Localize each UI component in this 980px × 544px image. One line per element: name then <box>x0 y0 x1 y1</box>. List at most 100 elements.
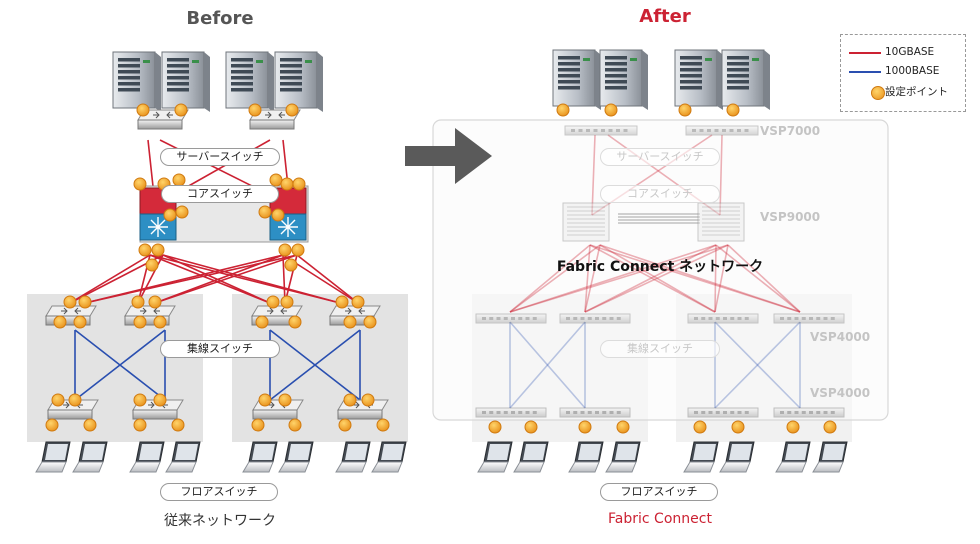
config-point <box>376 418 390 432</box>
chassis-body <box>562 202 610 242</box>
switch-arrows-icon <box>140 307 160 315</box>
rack-switch-port <box>694 317 698 320</box>
config-point <box>153 393 167 407</box>
server-side <box>764 50 770 110</box>
link-1g <box>74 329 166 401</box>
legend-label-config-point: 設定ポイント <box>885 86 948 98</box>
server-drive-bay <box>680 86 702 90</box>
server-drive-bay <box>558 56 580 60</box>
config-point <box>823 420 837 434</box>
before-server-1 <box>112 51 161 112</box>
model-label-vsp4000-upper: VSP4000 <box>810 330 871 344</box>
server-drive-bay <box>280 76 302 80</box>
server-drive-bay <box>558 74 580 78</box>
after-title: After <box>639 6 691 27</box>
rack-switch-port <box>715 411 720 414</box>
switch-arrows-icon <box>153 111 173 119</box>
switch-arrows-icon <box>267 307 287 315</box>
after-laptop-4 <box>605 441 641 473</box>
config-point <box>292 177 306 191</box>
server-led <box>705 58 712 61</box>
rack-switch-port <box>699 129 704 132</box>
config-point <box>343 393 357 407</box>
rack-switch-port <box>692 129 696 132</box>
rack-switch-port <box>744 317 749 320</box>
server-drive-bay <box>280 82 302 86</box>
after-server-switch-right <box>685 125 759 136</box>
laptop-display <box>523 444 546 460</box>
server-led <box>143 60 150 63</box>
config-point <box>136 103 150 117</box>
rack-switch-port <box>525 411 530 414</box>
config-point <box>78 295 92 309</box>
server-drive-bay <box>231 82 253 86</box>
rack-switch-port <box>503 411 508 414</box>
rack-switch-port <box>707 129 711 132</box>
legend-line-10gbase <box>849 52 881 54</box>
laptop-display <box>729 444 752 460</box>
laptop-display <box>381 444 404 460</box>
config-point <box>175 205 189 219</box>
before-agg-switch-2 <box>124 305 176 326</box>
laptop-display <box>252 444 275 460</box>
rack-switch-body <box>475 407 547 418</box>
rack-switch-body <box>475 313 547 324</box>
rack-switch-body <box>564 125 638 136</box>
server-drive-bay <box>231 76 253 80</box>
switch-arrows-icon <box>268 401 288 409</box>
config-point <box>278 393 292 407</box>
rack-switch-port <box>489 411 494 414</box>
switch-arrows-icon <box>61 307 81 315</box>
config-point <box>45 418 59 432</box>
config-point <box>616 420 630 434</box>
config-point <box>488 420 502 434</box>
server-led <box>305 60 312 63</box>
rack-switch-port <box>518 317 523 320</box>
rack-switch-port <box>737 411 742 414</box>
server-drive-bay <box>118 64 140 68</box>
config-point <box>731 420 745 434</box>
config-point <box>351 295 365 309</box>
server-drive-bay <box>118 70 140 74</box>
rack-switch-port <box>595 411 599 414</box>
server-drive-bay <box>118 58 140 62</box>
config-point <box>145 258 159 272</box>
after-server-3 <box>674 49 723 110</box>
before-server-3 <box>225 51 274 112</box>
config-point <box>288 315 302 329</box>
after-agg-switch-1 <box>475 313 547 324</box>
before-laptop-1 <box>35 441 71 473</box>
server-side <box>268 52 274 112</box>
rack-switch-port <box>571 129 575 132</box>
after-server-4 <box>721 49 770 110</box>
model-label-vsp9000: VSP9000 <box>760 210 821 224</box>
rack-switch-port <box>525 317 530 320</box>
server-drive-bay <box>558 86 580 90</box>
laptop-base <box>72 461 104 473</box>
before-laptop-8 <box>371 441 407 473</box>
rack-switch-port <box>809 411 813 414</box>
before-laptop-3 <box>129 441 165 473</box>
rack-switch-port <box>694 411 698 414</box>
rack-switch-body <box>773 313 845 324</box>
laptop-base <box>568 461 600 473</box>
server-drive-bay <box>231 70 253 74</box>
after-laptop-1 <box>477 441 513 473</box>
switch-front <box>132 409 178 420</box>
devices-layer <box>35 49 848 473</box>
server-drive-bay <box>118 88 140 92</box>
link-10g <box>589 244 801 313</box>
laptop-display <box>175 444 198 460</box>
link-10g <box>137 254 164 304</box>
link-10g <box>69 254 151 304</box>
rack-switch-port <box>616 317 621 320</box>
model-label-vsp4000-lower: VSP4000 <box>810 386 871 400</box>
config-point <box>556 103 570 117</box>
laptop-base <box>513 461 545 473</box>
after-floor-switch-label: フロアスイッチ <box>600 483 718 501</box>
legend-item-1000base: 1000BASE <box>841 64 965 80</box>
after-laptop-7 <box>775 441 811 473</box>
config-point <box>678 103 692 117</box>
after-caption: Fabric Connect <box>608 511 712 527</box>
config-point <box>251 418 265 432</box>
